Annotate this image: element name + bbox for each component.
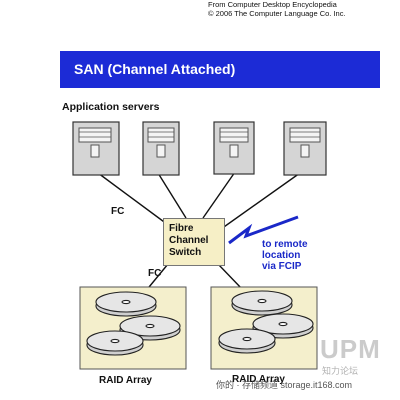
credit-line-1: From Computer Desktop Encyclopedia xyxy=(208,0,337,9)
link-server-3 xyxy=(202,171,236,219)
disk-stack-icon xyxy=(218,290,314,354)
server-1 xyxy=(72,121,120,176)
fc-label-top: FC xyxy=(111,206,125,217)
credit-line-2: © 2006 The Computer Language Co. Inc. xyxy=(208,9,346,18)
server-2 xyxy=(142,121,180,176)
link-server-4 xyxy=(213,172,301,235)
logo-mark: UPM xyxy=(320,334,381,364)
link-server-1 xyxy=(97,172,176,231)
switch-label-line-2: Channel xyxy=(169,235,209,246)
switch-label-line-1: Fibre xyxy=(169,223,194,234)
remote-line-3: via FCIP xyxy=(262,261,302,272)
switch-label-line-3: Switch xyxy=(169,247,202,258)
title-banner: SAN (Channel Attached) xyxy=(60,51,380,88)
disk-stack-icon xyxy=(86,291,181,356)
switch-label: Fibre Channel Switch xyxy=(169,223,208,259)
link-raid-2 xyxy=(217,263,244,291)
application-servers-label: Application servers xyxy=(62,101,160,113)
remote-location-note: to remote location via FCIP xyxy=(262,239,308,272)
raid-array-2 xyxy=(210,286,318,370)
link-server-2 xyxy=(157,172,187,219)
fibre-channel-switch: Fibre Channel Switch xyxy=(163,218,225,266)
source-credit: From Computer Desktop Encyclopedia © 200… xyxy=(208,0,346,18)
raid-array-label-2: RAID Array xyxy=(232,374,285,385)
server-4 xyxy=(283,121,327,176)
server-3 xyxy=(213,121,255,175)
raid-array-label-1: RAID Array xyxy=(99,375,152,386)
watermark-logo: UPM 知力论坛 xyxy=(316,334,396,382)
fc-label-bottom: FC xyxy=(148,268,162,279)
fcip-lightning-icon xyxy=(228,215,299,245)
fc-links xyxy=(97,171,301,299)
remote-line-2: location xyxy=(262,250,301,261)
diagram-title: SAN (Channel Attached) xyxy=(74,61,236,77)
logo-subtitle: 知力论坛 xyxy=(322,366,359,376)
raid-array-1 xyxy=(79,286,187,370)
remote-line-1: to remote xyxy=(262,239,308,250)
watermark-site: 你的 · 存储频道 storage.it168.com xyxy=(216,380,353,390)
